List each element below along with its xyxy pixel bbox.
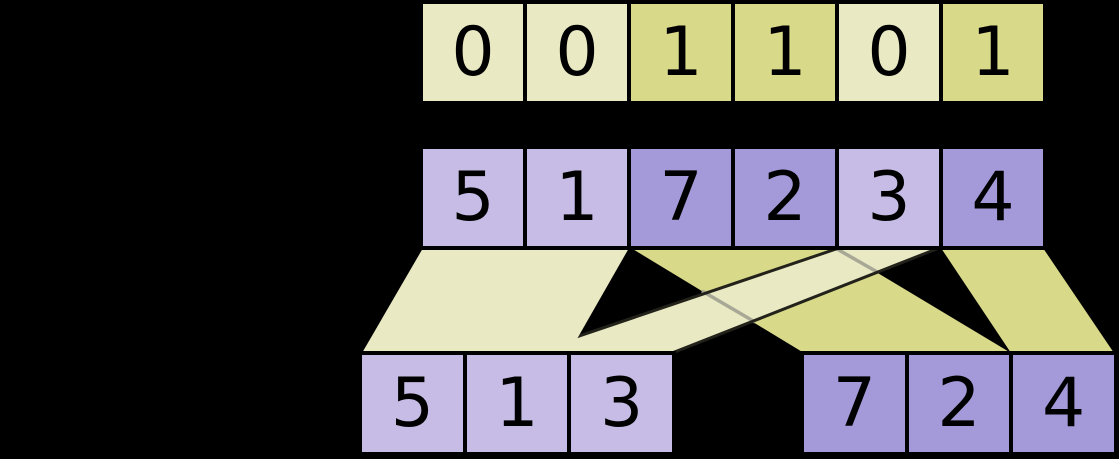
- value-digit: 4: [971, 157, 1015, 237]
- output-right-cell-2: 4: [1013, 355, 1115, 452]
- flag-digit: 1: [763, 12, 807, 92]
- value-cell-3: 2: [735, 149, 835, 246]
- value-digit: 1: [555, 157, 599, 237]
- input-values-row: 5 1 7 2 3 4: [419, 145, 1047, 250]
- output-right-cell-1: 2: [908, 355, 1010, 452]
- flag-digit: 0: [451, 12, 495, 92]
- flag-cell-4: 0: [839, 4, 939, 101]
- output-left-cell-2: 3: [571, 355, 673, 452]
- ribbon-ones-last: [941, 248, 1114, 353]
- output-right-cell-0: 7: [804, 355, 905, 452]
- occluded-edge-right: [836, 247, 880, 275]
- flag-cell-1: 0: [527, 4, 627, 101]
- value-digit: 3: [867, 157, 911, 237]
- flag-digit: 1: [971, 12, 1015, 92]
- output-digit: 5: [390, 363, 434, 443]
- ribbon-zeros-group: [362, 248, 629, 353]
- output-right-row: 7 2 4: [800, 351, 1118, 456]
- output-digit: 3: [600, 363, 644, 443]
- flag-digit: 0: [555, 12, 599, 92]
- flag-cell-2: 1: [631, 4, 731, 101]
- flag-digit: 1: [659, 12, 703, 92]
- value-cell-4: 3: [839, 149, 939, 246]
- output-left-cell-0: 5: [362, 355, 463, 452]
- value-cell-0: 5: [423, 149, 523, 246]
- flag-cell-0: 0: [423, 4, 523, 101]
- output-digit: 1: [495, 363, 539, 443]
- ribbon-zero-crossing-fill: [529, 248, 939, 353]
- flag-digit: 0: [867, 12, 911, 92]
- value-digit: 7: [659, 157, 703, 237]
- flags-row: 0 0 1 1 0 1: [419, 0, 1047, 105]
- output-digit: 4: [1042, 363, 1086, 443]
- value-cell-1: 1: [527, 149, 627, 246]
- flag-cell-3: 1: [735, 4, 835, 101]
- value-digit: 2: [763, 157, 807, 237]
- output-left-row: 5 1 3: [358, 351, 676, 456]
- occluded-edge-left: [701, 289, 756, 324]
- value-digit: 5: [451, 157, 495, 237]
- value-cell-2: 7: [631, 149, 731, 246]
- flag-cell-5: 1: [943, 4, 1043, 101]
- output-left-cell-1: 1: [466, 355, 568, 452]
- value-cell-5: 4: [943, 149, 1043, 246]
- output-digit: 2: [937, 363, 981, 443]
- output-digit: 7: [832, 363, 876, 443]
- ribbon-ones-group: [631, 248, 1011, 353]
